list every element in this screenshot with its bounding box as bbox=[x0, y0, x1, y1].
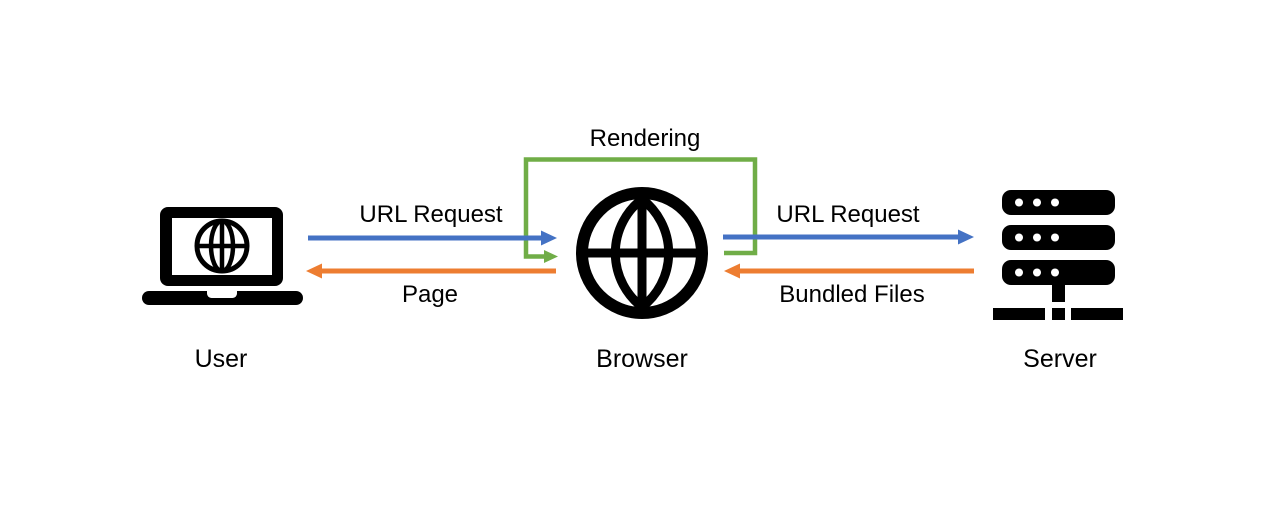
bundled-files-arrowhead bbox=[724, 263, 740, 279]
globe-icon bbox=[576, 187, 708, 319]
edge-label-rendering: Rendering bbox=[590, 125, 701, 152]
server-stand-stem bbox=[1052, 285, 1065, 302]
url-request-left-arrowhead bbox=[541, 230, 557, 246]
page-arrowhead bbox=[306, 263, 322, 279]
edge-label-bundled-files: Bundled Files bbox=[779, 281, 924, 308]
node-label-server: Server bbox=[1023, 345, 1097, 373]
node-label-user: User bbox=[195, 345, 248, 373]
edge-label-page: Page bbox=[402, 281, 458, 308]
user-node: User bbox=[142, 207, 303, 373]
server-node: Server bbox=[993, 190, 1123, 373]
laptop-base-notch bbox=[207, 291, 237, 298]
edge-label-url-request-left: URL Request bbox=[359, 201, 503, 228]
node-label-browser: Browser bbox=[596, 345, 688, 373]
rendering-loop-line bbox=[523, 157, 758, 259]
edge-browser-to-server: URL Request bbox=[723, 201, 974, 245]
edge-browser-rendering-loop: Rendering bbox=[523, 125, 758, 263]
server-base-left bbox=[993, 308, 1045, 320]
edge-browser-to-user: Page bbox=[306, 263, 556, 308]
globe-ring bbox=[576, 187, 708, 319]
edge-label-url-request-right: URL Request bbox=[776, 201, 920, 228]
browser-node: Browser bbox=[576, 187, 708, 373]
server-rack-icon bbox=[993, 190, 1123, 320]
edge-server-to-browser: Bundled Files bbox=[724, 263, 974, 308]
laptop-icon bbox=[142, 207, 303, 305]
url-request-right-arrowhead bbox=[958, 229, 974, 245]
server-base-right bbox=[1071, 308, 1123, 320]
server-base-mid bbox=[1052, 308, 1065, 320]
server-leds bbox=[1015, 198, 1059, 277]
edge-user-to-browser: URL Request bbox=[308, 201, 557, 246]
rendering-loop-arrowhead bbox=[544, 250, 558, 263]
laptop-globe-glyph bbox=[194, 218, 250, 274]
